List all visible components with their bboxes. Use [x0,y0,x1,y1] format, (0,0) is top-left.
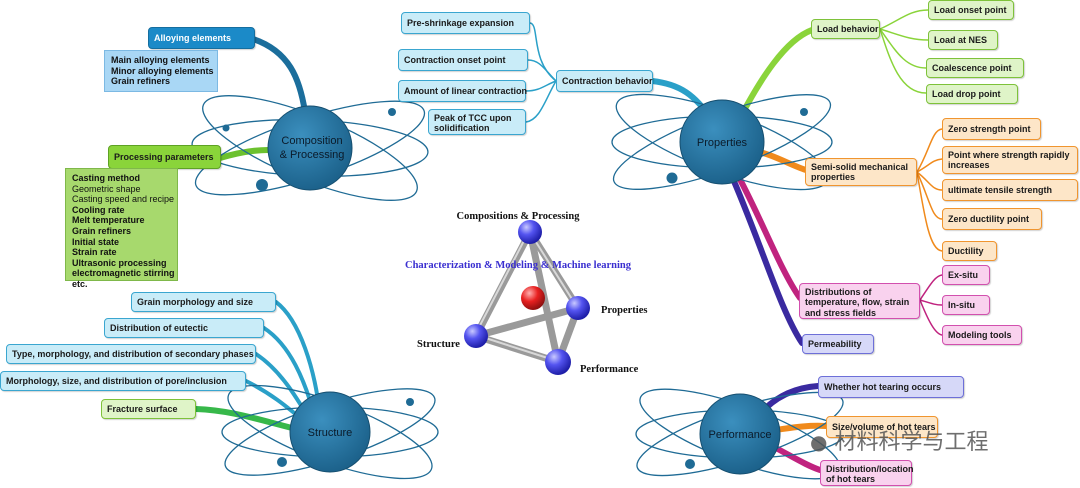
tetra-center-sphere [521,286,545,310]
peak-of-tcc-line1: Peak of TCC upon [434,113,512,123]
list-item: Casting method [72,173,141,183]
node-alloying-elements[interactable]: Alloying elements [148,27,255,49]
node-distribution-location-of-hot-tears[interactable]: Distribution/location of hot tears [820,460,914,486]
tetra-right-sphere [566,296,590,320]
node-ultimate-tensile-strength[interactable]: ultimate tensile strength [942,179,1078,201]
hub-structure-label: Structure [308,427,353,439]
tetra-left-sphere [464,324,488,348]
node-permeability[interactable]: Permeability [802,334,874,354]
list-item: Casting speed and recipe [72,194,175,205]
tetra-bottom-sphere [545,349,571,375]
semi-solid-line1: Semi-solid mechanical [811,162,909,172]
list-item: Main alloying elements [111,55,210,65]
strength-rapid-line1: Point where strength rapidly [948,150,1070,160]
node-strength-rapidly-increases[interactable]: Point where strength rapidly increases [942,146,1078,174]
list-item: Initial state [72,236,120,247]
node-zero-ductility-point[interactable]: Zero ductility point [942,208,1042,230]
hub-properties[interactable]: Properties [604,76,839,209]
list-item: electromagnetic stirring [72,268,175,279]
node-contraction-onset-point[interactable]: Contraction onset point [398,49,528,71]
hub-composition-line2: & Processing [280,149,345,161]
distributions-line3: and stress fields [805,307,877,318]
node-coalescence-point[interactable]: Coalescence point [926,58,1024,78]
peak-of-tcc-line2: solidification [434,123,490,134]
list-item: Strain rate [72,247,117,258]
node-modeling-tools[interactable]: Modeling tools [942,325,1022,345]
node-size-volume-of-hot-tears[interactable]: Size/volume of hot tears [826,416,938,438]
node-whether-hot-tearing-occurs[interactable]: Whether hot tearing occurs [818,376,964,398]
node-ductility[interactable]: Ductility [942,241,997,261]
node-pore-inclusion[interactable]: Morphology, size, and distribution of po… [0,371,246,391]
node-load-at-nes[interactable]: Load at NES [928,30,998,50]
node-processing-parameters[interactable]: Processing parameters [108,145,221,169]
tetra-right-label: Properties [601,305,647,316]
list-item: Cooling rate [72,204,125,215]
semi-solid-line2: properties [811,172,856,183]
watermark-text: 材料科学与工程 [834,430,989,455]
node-zero-strength-point[interactable]: Zero strength point [942,118,1041,140]
hub-performance[interactable]: Performance [629,371,850,488]
distributions-line1: Distributions of [805,287,872,297]
hub-structure[interactable]: Structure [217,367,444,488]
node-load-onset-point[interactable]: Load onset point [928,0,1014,20]
alloying-elements-list: Main alloying elements Minor alloying el… [104,50,218,92]
hot-tears-dist-line2: of hot tears [826,474,876,485]
node-peak-of-tcc[interactable]: Peak of TCC upon solidification [428,109,526,135]
node-distributions-of-fields[interactable]: Distributions of temperature, flow, stra… [799,283,920,319]
tetra-center-label: Characterization & Modeling & Machine le… [405,260,632,271]
hub-composition-processing[interactable]: Composition & Processing [187,75,434,220]
node-semi-solid-mechanical-properties[interactable]: Semi-solid mechanical properties [805,158,917,186]
node-amount-of-linear-contraction[interactable]: Amount of linear contraction [398,80,527,102]
node-load-behavior[interactable]: Load behavior [811,19,880,39]
hot-tears-dist-line1: Distribution/location [826,464,914,474]
processing-parameters-list: Casting method Geometric shape Casting s… [65,168,178,289]
tetra-top-label: Compositions & Processing [457,211,581,222]
strength-rapid-line2: increases [948,160,990,171]
node-pre-shrinkage-expansion[interactable]: Pre-shrinkage expansion [401,12,530,34]
tetrahedron-model: Compositions & Processing Characterizati… [405,211,647,375]
node-distribution-of-eutectic[interactable]: Distribution of eutectic [104,318,264,338]
list-item: etc. [72,279,88,290]
node-load-drop-point[interactable]: Load drop point [926,84,1018,104]
hub-performance-label: Performance [709,429,772,441]
tetra-left-label: Structure [417,339,460,350]
list-item: Geometric shape [72,183,141,194]
watermark: ● 材料科学与工程 [810,424,988,456]
node-secondary-phases[interactable]: Type, morphology, and distribution of se… [6,344,256,364]
wechat-icon: ● [810,430,828,454]
list-item: Grain refiners [72,226,132,237]
node-contraction-behavior[interactable]: Contraction behavior [556,70,653,92]
list-item: Minor alloying elements [111,65,214,76]
node-fracture-surface[interactable]: Fracture surface [101,399,196,419]
tetra-bottom-label: Performance [580,364,639,375]
tetra-top-sphere [518,220,542,244]
distributions-line2: temperature, flow, strain [805,297,910,308]
node-grain-morphology-and-size[interactable]: Grain morphology and size [131,292,276,312]
hub-properties-label: Properties [697,137,748,149]
node-ex-situ[interactable]: Ex-situ [942,265,990,285]
node-in-situ[interactable]: In-situ [942,295,990,315]
list-item: Ultrasonic processing [72,257,167,268]
hub-composition-line1: Composition [281,135,342,147]
list-item: Grain refiners [111,76,171,87]
list-item: Melt temperature [72,215,145,226]
